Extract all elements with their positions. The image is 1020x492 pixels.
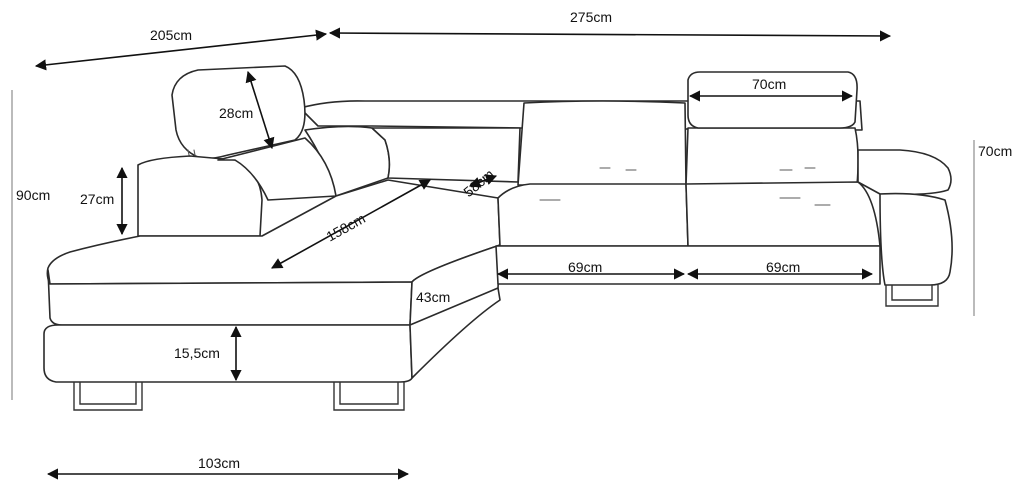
right-arm bbox=[879, 192, 953, 286]
backrest-center bbox=[517, 100, 687, 186]
label-total-height: 90cm bbox=[16, 187, 50, 203]
left-arm bbox=[137, 155, 263, 237]
label-total-width-right: 275cm bbox=[570, 9, 612, 25]
leg-right bbox=[885, 285, 939, 307]
leg-front-right bbox=[333, 382, 405, 411]
label-chaise-width: 103cm bbox=[198, 455, 240, 471]
label-base-height: 15,5cm bbox=[174, 345, 220, 361]
right-arm-top bbox=[857, 149, 952, 196]
middle-backrest bbox=[371, 127, 521, 183]
dim-28-line bbox=[245, 70, 275, 150]
label-headrest-width: 70cm bbox=[752, 76, 786, 92]
dim-158-line bbox=[271, 179, 431, 269]
chaise-base-side bbox=[409, 287, 501, 379]
chaise-base bbox=[43, 324, 413, 383]
label-armrest-height: 27cm bbox=[80, 191, 114, 207]
label-seat-height: 43cm bbox=[416, 289, 450, 305]
dimension-lines bbox=[11, 27, 975, 480]
label-headrest-depth: 28cm bbox=[219, 105, 253, 121]
cushion-quilting bbox=[539, 197, 831, 206]
seat-front bbox=[495, 245, 881, 285]
label-seat-width-2: 69cm bbox=[766, 259, 800, 275]
label-arm-height-right: 70cm bbox=[978, 143, 1012, 159]
label-seat-width-1: 69cm bbox=[568, 259, 602, 275]
seat-cushion-1 bbox=[497, 183, 689, 247]
dim-275-line bbox=[328, 27, 892, 42]
label-total-width-left: 205cm bbox=[150, 27, 192, 43]
dim-205-line bbox=[34, 29, 328, 71]
seat-cushion-2 bbox=[685, 181, 881, 247]
backrest-right bbox=[685, 127, 859, 186]
stitching bbox=[599, 167, 816, 171]
dim-58-line bbox=[468, 174, 498, 188]
leg-front-left bbox=[73, 382, 143, 411]
